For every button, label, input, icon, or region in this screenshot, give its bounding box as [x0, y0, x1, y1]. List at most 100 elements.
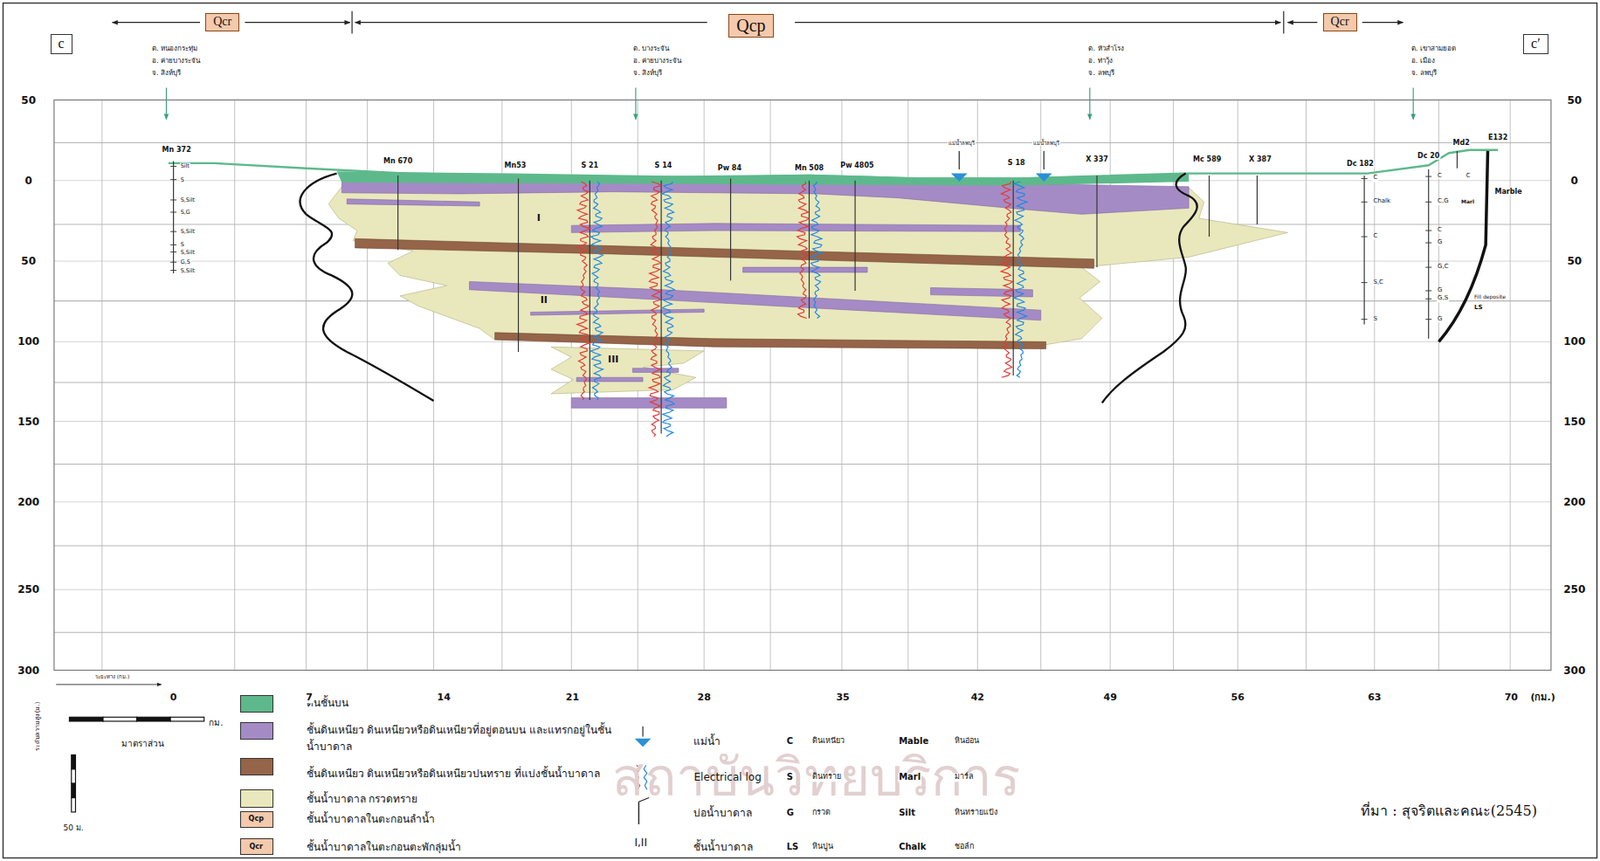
elevation-number: 300: [16, 664, 41, 676]
basin-boundary: [300, 173, 435, 402]
grid-line: [1237, 99, 1239, 670]
location-text: จ. ลพบุรี: [1087, 69, 1115, 77]
elevation-number: 50: [20, 94, 37, 106]
legend-text: Electrical log: [693, 772, 761, 784]
abbreviation-key: ชอล์ก: [953, 842, 975, 851]
elevation-number: 200: [16, 496, 41, 509]
log-tick: [170, 231, 177, 233]
log-tick: [170, 269, 177, 271]
unit-box: Qcr: [1323, 13, 1358, 32]
grid-line: [54, 544, 1552, 546]
node-text: c′: [1531, 35, 1541, 51]
log-tick: [170, 165, 1432, 319]
log-tick: [170, 165, 177, 167]
abbreviation-key: หินอ่อน: [953, 737, 980, 746]
distance-number: 21: [565, 692, 580, 704]
legend-swatch: [240, 789, 275, 808]
distance-number: 56: [1230, 692, 1246, 704]
location-text: อ. ค่ายบางระจัน: [151, 57, 201, 65]
clay-layer: [571, 398, 727, 409]
location-text: อ. ค่ายบางระจัน: [632, 57, 683, 65]
distance-number: 7: [304, 692, 314, 704]
electrical-log: [1013, 181, 1028, 378]
scale-bar: [103, 717, 138, 722]
well-name: Pw 4805: [839, 162, 875, 170]
legend-text: แม่น้ำ: [693, 736, 721, 748]
aquitard-layer: [355, 238, 1095, 349]
log-tick: [170, 179, 177, 180]
elevation-number: 200: [1562, 496, 1587, 509]
log-tick: [1425, 176, 1432, 178]
location-text: ต. บางระจัน: [632, 45, 670, 53]
log-tick: [1425, 298, 1432, 300]
aquifer-key: I,II: [634, 837, 649, 849]
distance-number: 35: [834, 692, 850, 704]
legend-text: ชั้นน้ำบาดาลในตะกอนตะพักลุ่มน้ำ: [306, 841, 462, 853]
abbreviation-key: G: [786, 808, 795, 819]
section-end-box: c′: [1523, 34, 1549, 55]
legend-swatch: [240, 758, 275, 776]
clay-layer: [571, 223, 1021, 234]
well-line: [589, 180, 591, 400]
grid-line: [234, 99, 235, 670]
abbreviation-key: S: [786, 772, 794, 783]
log-tick: [1425, 289, 1432, 291]
well-line: [397, 175, 399, 250]
well-line: [1427, 169, 1429, 339]
abbreviation-key: Marl: [897, 772, 922, 783]
legend-symbol: [638, 801, 640, 825]
log-tick: [1361, 236, 1368, 238]
location-text: จ. ลพบุรี: [1410, 69, 1438, 77]
lithology-code: G,S: [1436, 296, 1449, 303]
abbreviation-key: หินปูน: [811, 842, 835, 851]
node-text: Qcr: [213, 14, 232, 28]
well-line: [1456, 151, 1458, 169]
span-arrow: [351, 11, 353, 35]
scale-bar: [68, 717, 204, 813]
log-tick: [1425, 201, 1432, 203]
river-symbol: [1043, 151, 1045, 170]
lithology-code: C: [1436, 172, 1443, 180]
grid-line: [1373, 99, 1375, 670]
distance-number: 70: [1503, 692, 1519, 704]
grid-line: [54, 501, 1552, 503]
lithology-code: S,Silt: [179, 248, 196, 256]
log-tick: [1425, 318, 1432, 320]
distance-arrow: [55, 683, 161, 685]
lithology-code: LS: [1473, 304, 1484, 311]
well-line: [517, 178, 519, 352]
span-arrow: [112, 21, 200, 23]
scale-bar: [71, 798, 76, 813]
node-text: c: [58, 35, 65, 51]
lithology-code: S: [179, 176, 186, 183]
clay-layer: [743, 267, 869, 273]
well-name: X 337: [1084, 156, 1110, 164]
plot-frame: [54, 99, 1552, 670]
well-line: [1256, 175, 1258, 225]
distance-number: 14: [436, 692, 452, 704]
distance-number: 28: [696, 692, 712, 704]
river-symbol: [958, 151, 960, 170]
aquifer-layer: [551, 346, 704, 394]
abbreviation-key: LS: [786, 841, 800, 852]
well-name: S 14: [654, 162, 674, 170]
location-arrow: [1413, 87, 1414, 119]
swatch-code: Qcr: [248, 843, 265, 851]
grid-line: [54, 142, 1552, 144]
log-tick: [1425, 242, 1432, 244]
location-text: ต. หนองกระทุ่ม: [151, 45, 199, 53]
electrical-log: [811, 181, 822, 319]
elevation-number: 250: [1562, 584, 1587, 596]
abbreviation-key: หินทรายแป้ง: [953, 808, 999, 817]
basin-boundary: [1102, 173, 1198, 404]
lithology-code: C,G: [1436, 199, 1450, 206]
grid-line: [54, 99, 1552, 670]
location-text: อ. เมือง: [1410, 57, 1436, 65]
well-line: [855, 180, 856, 291]
river-symbol: [1035, 173, 1053, 182]
electrical-log: [577, 181, 1028, 437]
well-name: S 18: [1006, 159, 1027, 167]
well-line: [1364, 175, 1366, 325]
electrical-log: [662, 181, 676, 437]
scale-text: มาตราส่วน: [120, 738, 166, 749]
